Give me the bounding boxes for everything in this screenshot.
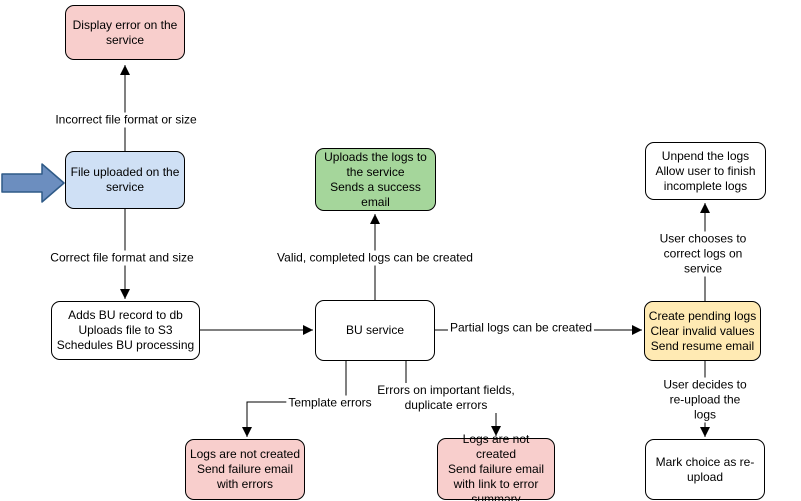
- node-bu-service[interactable]: BU service: [315, 300, 435, 361]
- edge-label-user-corrects: User chooses to correct logs on service: [654, 231, 752, 277]
- edge-label-incorrect-file: Incorrect file format or size: [53, 112, 199, 128]
- node-unpend-logs[interactable]: Unpend the logs Allow user to finish inc…: [645, 142, 766, 200]
- edge-label-user-reuploads: User decides to re-upload the logs: [657, 377, 753, 423]
- node-uploads-logs-success[interactable]: Uploads the logs to the service Sends a …: [315, 148, 436, 211]
- node-mark-choice-reupload[interactable]: Mark choice as re- upload: [645, 439, 765, 500]
- node-create-pending-logs[interactable]: Create pending logs Clear invalid values…: [644, 301, 761, 361]
- edge-label-template-errors: Template errors: [286, 395, 374, 411]
- edge-label-partial-logs: Partial logs can be created: [447, 320, 595, 336]
- edge-label-correct-file: Correct file format and size: [48, 250, 196, 266]
- node-logs-not-created-errors[interactable]: Logs are not created Send failure email …: [185, 439, 305, 500]
- edge-label-important-field-errors: Errors on important fields, duplicate er…: [375, 383, 517, 413]
- node-adds-bu-record[interactable]: Adds BU record to db Uploads file to S3 …: [51, 301, 200, 360]
- node-logs-not-created-summary[interactable]: Logs are not created Send failure email …: [437, 432, 555, 501]
- edge-label-valid-logs: Valid, completed logs can be created: [275, 250, 475, 266]
- node-display-error[interactable]: Display error on the service: [65, 5, 185, 60]
- node-file-uploaded[interactable]: File uploaded on the service: [65, 151, 185, 209]
- block-arrow-right-icon[interactable]: [1, 163, 65, 203]
